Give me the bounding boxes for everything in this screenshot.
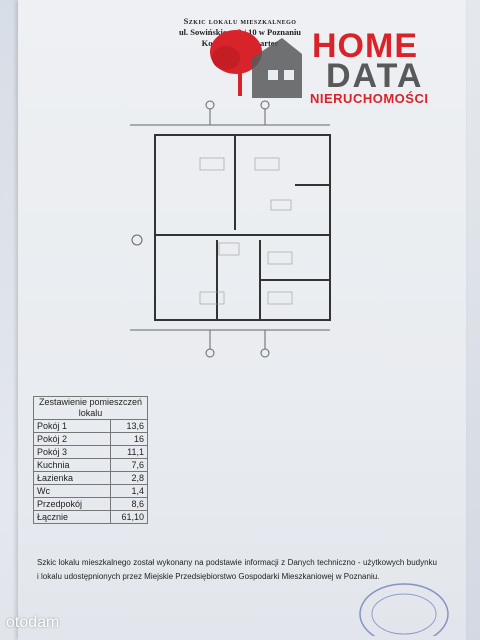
logo-home-text: HOME xyxy=(312,27,418,65)
table-caption: Zestawienie pomieszczeń lokalu xyxy=(33,396,148,420)
tree-house-icon xyxy=(210,30,302,98)
home-data-logo: HOME DATA NIERUCHOMOŚCI xyxy=(208,28,458,108)
source-note: Szkic lokalu mieszkalnego został wykonan… xyxy=(37,558,437,581)
floor-plan-drawing xyxy=(130,100,331,358)
otodam-watermark: otodam xyxy=(6,614,60,631)
header-title: Szkic lokalu mieszkalnego xyxy=(183,16,297,26)
official-stamp xyxy=(359,583,449,636)
logo-subtitle: NIERUCHOMOŚCI xyxy=(310,91,429,106)
logo-data-text: DATA xyxy=(326,57,424,95)
